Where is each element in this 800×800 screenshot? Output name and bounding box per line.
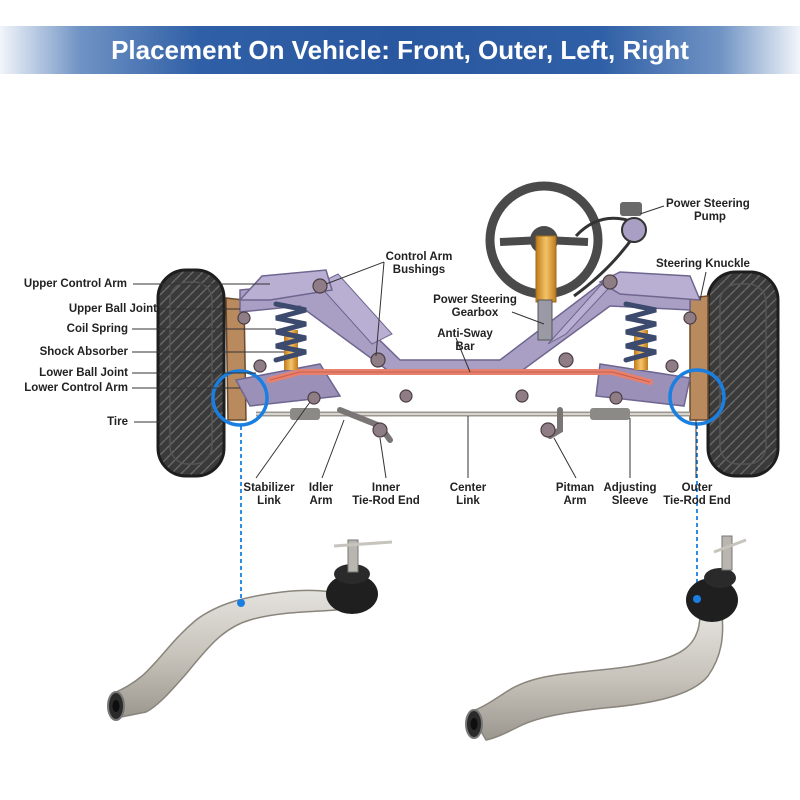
steering-linkage: [256, 407, 690, 443]
label-lower-control-arm: Lower Control Arm: [24, 382, 128, 394]
right-coil-spring: [623, 301, 657, 370]
left-placement-dot: [237, 599, 245, 607]
left-tie-rod-end: [107, 539, 393, 721]
label-coil-spring: Coil Spring: [66, 323, 128, 335]
chassis-frame: [239, 273, 691, 373]
right-upper-control-arm: [598, 271, 702, 301]
power-steering-gearbox: [537, 299, 553, 341]
title-banner: Placement On Vehicle: Front, Outer, Left…: [0, 26, 800, 74]
leader-lines: [132, 205, 707, 479]
left-outer-tie-rod-highlight: [211, 369, 269, 427]
label-shock-absorber: Shock Absorber: [39, 346, 128, 358]
left-upper-control-arm: [238, 269, 333, 301]
right-tie-rod-end: [465, 535, 747, 741]
label-lower-ball-joint: Lower Ball Joint: [39, 367, 128, 379]
label-steering-knuckle: Steering Knuckle: [656, 258, 750, 270]
left-coil-spring: [273, 301, 307, 370]
joint-markers: [237, 274, 697, 438]
label-tire: Tire: [107, 416, 128, 428]
steering-column: [535, 235, 557, 303]
power-steering-pump: [573, 202, 647, 298]
right-outer-tie-rod-highlight: [668, 368, 726, 426]
right-placement-dot: [693, 595, 701, 603]
right-tire: [706, 270, 780, 478]
label-upper-control-arm: Upper Control Arm: [23, 278, 127, 290]
page-title: Placement On Vehicle: Front, Outer, Left…: [111, 35, 689, 65]
label-upper-ball-joint: Upper Ball Joint: [68, 303, 157, 315]
